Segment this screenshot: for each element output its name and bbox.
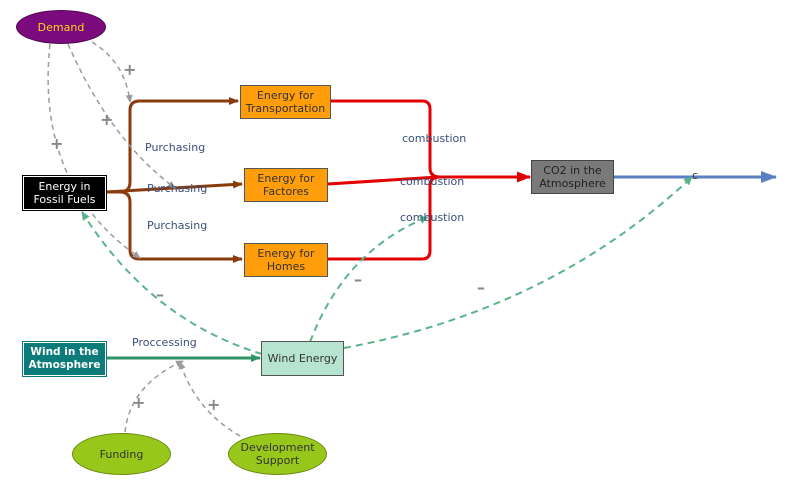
link-wind-to-fossil (81, 211, 263, 355)
combustion-label-transport: combustion (402, 132, 467, 145)
funding-node[interactable]: Funding (72, 433, 171, 475)
transport-node[interactable]: Energy for Transportation (240, 85, 331, 119)
co2-node[interactable]: CO2 in the Atmosphere (531, 160, 614, 194)
polarity-plus-support: + (207, 395, 221, 414)
wind-energy-label: Wind Energy (267, 352, 338, 365)
demand-node[interactable]: Demand (16, 10, 106, 44)
co2-outflow-label: c (692, 169, 699, 182)
link-wind-to-co2-outflow (343, 176, 693, 349)
factories-label: Energy for Factores (257, 172, 315, 198)
combustion-label-factories: combustion (400, 175, 465, 188)
flow-factories-to-co2 (327, 175, 439, 186)
transport-label: Energy for Transportation (245, 89, 326, 115)
polarity-minus-homes: – (354, 270, 362, 289)
link-demand-to-factories (67, 43, 176, 189)
purchasing-label-transport: Purchasing (145, 141, 206, 154)
polarity-minus-fossil: – (156, 285, 164, 304)
polarity-plus-demand-homes: + (50, 134, 64, 153)
homes-node[interactable]: Energy for Homes (244, 243, 328, 277)
flow-homes-to-co2 (328, 175, 441, 261)
wind-atmosphere-node[interactable]: Wind in the Atmosphere (22, 341, 107, 377)
link-support-to-processing (178, 361, 241, 437)
processing-label: Proccessing (132, 336, 197, 349)
polarity-plus-funding: + (132, 393, 146, 412)
co2-label: CO2 in the Atmosphere (539, 164, 606, 190)
fossil-fuels-label: Energy in Fossil Fuels (33, 180, 96, 206)
link-wind-to-homes-combustion (309, 216, 429, 343)
funding-label: Funding (99, 447, 144, 461)
development-support-label: Development Support (240, 441, 315, 467)
wind-atmosphere-label: Wind in the Atmosphere (28, 346, 101, 371)
link-demand-to-transport (91, 41, 133, 103)
combustion-label-homes: combustion (400, 211, 465, 224)
polarity-plus-demand-factories: + (100, 110, 114, 129)
factories-node[interactable]: Energy for Factores (244, 168, 328, 202)
purchasing-label-factories: Purchasing (147, 182, 208, 195)
link-funding-to-processing (124, 360, 184, 433)
purchasing-label-homes: Purchasing (147, 219, 208, 232)
demand-label: Demand (37, 20, 85, 34)
link-demand-to-homes (47, 43, 141, 259)
fossil-fuels-node[interactable]: Energy in Fossil Fuels (22, 175, 107, 211)
polarity-plus-demand-transport: + (123, 60, 137, 79)
wind-energy-node[interactable]: Wind Energy (261, 341, 344, 376)
homes-label: Energy for Homes (257, 247, 315, 273)
development-support-node[interactable]: Development Support (228, 433, 327, 475)
polarity-minus-co2-outflow: – (477, 278, 485, 297)
